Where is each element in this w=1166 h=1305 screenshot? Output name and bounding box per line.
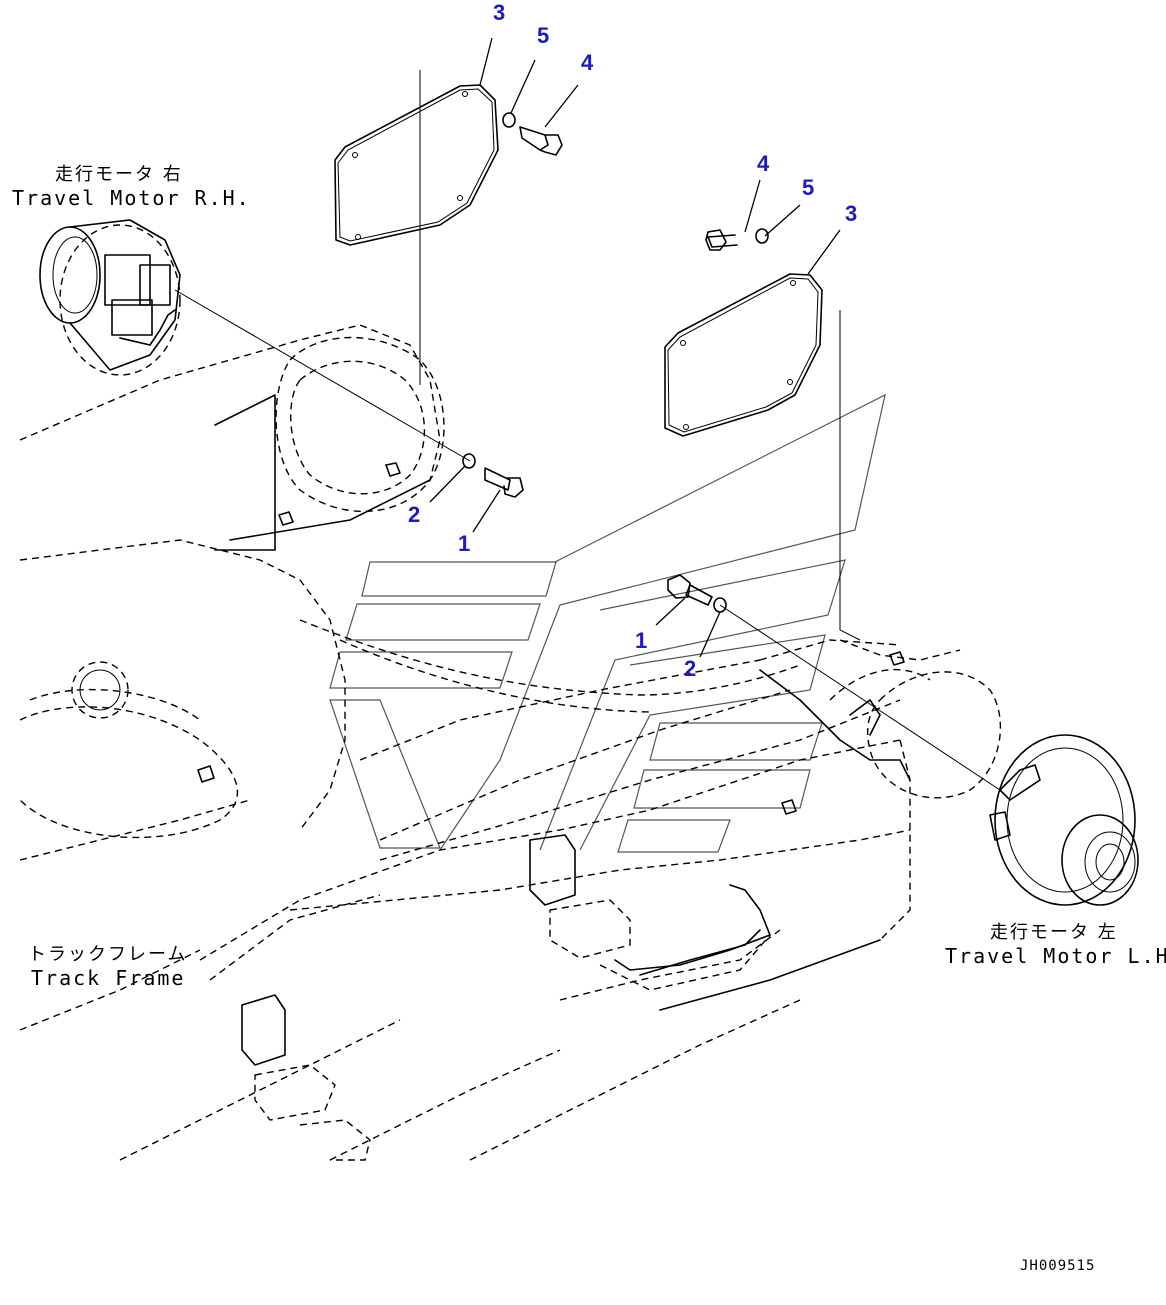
callout-2: 2	[408, 502, 421, 527]
motor-rh-label-en: Travel Motor R.H.	[12, 186, 251, 210]
callout-4: 4	[581, 50, 594, 75]
travel-motor-lh-icon	[989, 734, 1139, 906]
callout-leaders	[429, 37, 841, 658]
track-frame-icon	[19, 324, 1002, 1161]
track-frame-label-jp: トラックフレーム	[28, 944, 188, 965]
callout-5: 5	[802, 175, 815, 200]
callout-3: 3	[845, 201, 858, 226]
motor-rh-label-jp: 走行モータ 右	[55, 164, 183, 185]
callout-1: 1	[458, 531, 471, 556]
motor-lh-label-jp: 走行モータ 左	[990, 922, 1118, 943]
cover-plate-icon	[334, 70, 861, 641]
drawing-code: JH009515	[1020, 1258, 1096, 1274]
callout-4: 4	[757, 151, 770, 176]
callout-5: 5	[537, 23, 550, 48]
washer-icon	[462, 112, 769, 613]
watermark-logo-icon	[329, 393, 886, 853]
callout-2: 2	[684, 656, 697, 681]
motor-lh-label-en: Travel Motor L.H.	[945, 944, 1166, 968]
callout-1: 1	[635, 628, 648, 653]
bolt-icon	[484, 126, 738, 606]
callout-3: 3	[493, 0, 506, 25]
travel-motor-rh-icon	[39, 219, 181, 376]
track-frame-label-en: Track Frame	[31, 966, 186, 990]
